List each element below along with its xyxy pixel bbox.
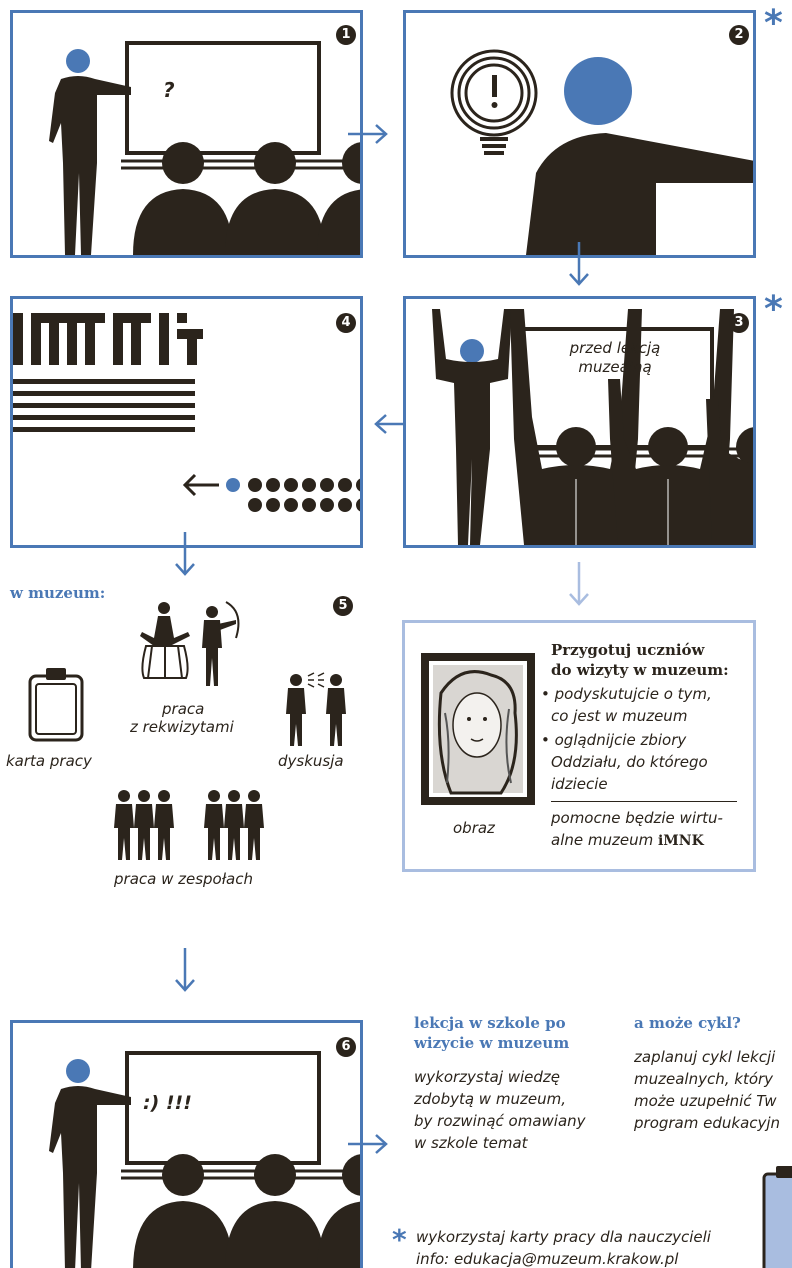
panel-2-illustration — [450, 49, 753, 255]
bullet2-line3: idziecie — [551, 775, 608, 793]
panel-3-before-lesson: przed lekcją muzealną 3 — [403, 296, 756, 548]
panel-1-board-text: ? — [163, 78, 175, 102]
prepare-title-line1: Przygotuj uczniów — [551, 641, 705, 659]
panel-6-board-text: :) !!! — [143, 1092, 192, 1114]
cycle-title: a może cykl? — [634, 1014, 741, 1032]
panel-6-illustration: :) !!! — [49, 1051, 360, 1268]
bullet1-line1: • podyskutujcie o tym, — [541, 685, 712, 703]
cycle-text-line4: program edukacyjn — [634, 1114, 781, 1132]
clipboard-icon — [28, 668, 84, 742]
panel-1-illustration: ? — [49, 41, 360, 255]
footnote-asterisk-icon: * — [392, 1223, 407, 1256]
discussion-icon — [286, 672, 346, 746]
arrow-down-icon — [569, 242, 589, 286]
imnk-logo-graphic — [13, 313, 203, 432]
bullet2-line1: • oglądnijcie zbiory — [541, 731, 687, 749]
panel-6-number: 6 — [336, 1037, 356, 1057]
panel-3-board-text-line1: przed lekcją — [569, 339, 661, 357]
bullet2-line2: Oddziału, do którego — [551, 753, 708, 771]
panel-6-lesson-after: :) !!! 6 — [10, 1020, 363, 1268]
note-divider — [551, 801, 737, 802]
arrow-down-icon — [569, 562, 589, 606]
after-lesson-text-line2: zdobytą w muzeum, — [414, 1090, 566, 1108]
clipboard-icon — [762, 1166, 792, 1268]
footnote-line2: info: edukacja@muzeum.krakow.pl — [416, 1250, 679, 1268]
panel-3-illustration: przed lekcją muzealną — [432, 309, 753, 545]
cycle-text-line3: może uzupełnić Tw — [634, 1092, 777, 1110]
panel-5-heading: w muzeum: — [10, 584, 106, 602]
arrow-right-icon — [348, 1134, 388, 1154]
after-lesson-text-line1: wykorzystaj wiedzę — [414, 1068, 561, 1086]
prepare-title-line2: do wizyty w muzeum: — [551, 661, 729, 679]
panel-1-teacher-question: ? 1 — [10, 10, 363, 258]
panel-1-number: 1 — [336, 25, 356, 45]
lightbulb-icon — [450, 49, 538, 155]
item-props-label-line1: praca — [162, 700, 205, 718]
after-lesson-title-line1: lekcja w szkole po — [414, 1014, 566, 1032]
panel-2-number: 2 — [729, 25, 749, 45]
cycle-text-line1: zaplanuj cykl lekcji — [634, 1048, 776, 1066]
panel-5-number: 5 — [333, 596, 353, 616]
panel-4-number: 4 — [336, 313, 356, 333]
arrow-left-icon — [182, 473, 219, 497]
item-discussion-label: dyskusja — [278, 752, 344, 770]
note-line2-wrap: alne muzeum iMNK — [551, 831, 704, 849]
costume-props-icon — [140, 601, 240, 686]
item-props-label-line2: z rekwizytami — [130, 718, 234, 736]
asterisk-icon: * — [764, 3, 783, 44]
panel-3-board-text-line2: muzealną — [578, 358, 651, 376]
teamwork-icon — [114, 790, 264, 860]
panel-4-illustration — [13, 313, 360, 512]
arrow-down-icon — [175, 948, 195, 992]
after-lesson-title-line2: wizycie w muzeum — [414, 1034, 570, 1052]
after-lesson-text-line4: w szkole temat — [414, 1134, 528, 1152]
note-line1: pomocne będzie wirtu- — [551, 809, 723, 827]
arrow-down-icon — [175, 532, 195, 576]
note-line2: alne muzeum — [551, 831, 654, 849]
panel-2-idea: 2 — [403, 10, 756, 258]
asterisk-icon: * — [764, 289, 783, 330]
footnote-line1: wykorzystaj karty pracy dla nauczycieli — [416, 1228, 711, 1246]
after-lesson-text-line3: by rozwinąć omawiany — [414, 1112, 586, 1130]
painting-image — [421, 653, 535, 805]
note-brand: iMNK — [657, 833, 704, 849]
panel-3-number: 3 — [729, 313, 749, 333]
item-teams-label: praca w zespołach — [114, 870, 253, 888]
arrow-right-icon — [348, 124, 388, 144]
item-worksheet-label: karta pracy — [6, 752, 92, 770]
prepare-students-box: obraz Przygotuj uczniów do wizyty w muze… — [402, 620, 756, 872]
image-caption: obraz — [453, 819, 495, 837]
panel-4-museum-logo: 4 — [10, 296, 363, 548]
cycle-text-line2: muzealnych, który — [634, 1070, 774, 1088]
bullet1-line2: co jest w muzeum — [551, 707, 688, 725]
